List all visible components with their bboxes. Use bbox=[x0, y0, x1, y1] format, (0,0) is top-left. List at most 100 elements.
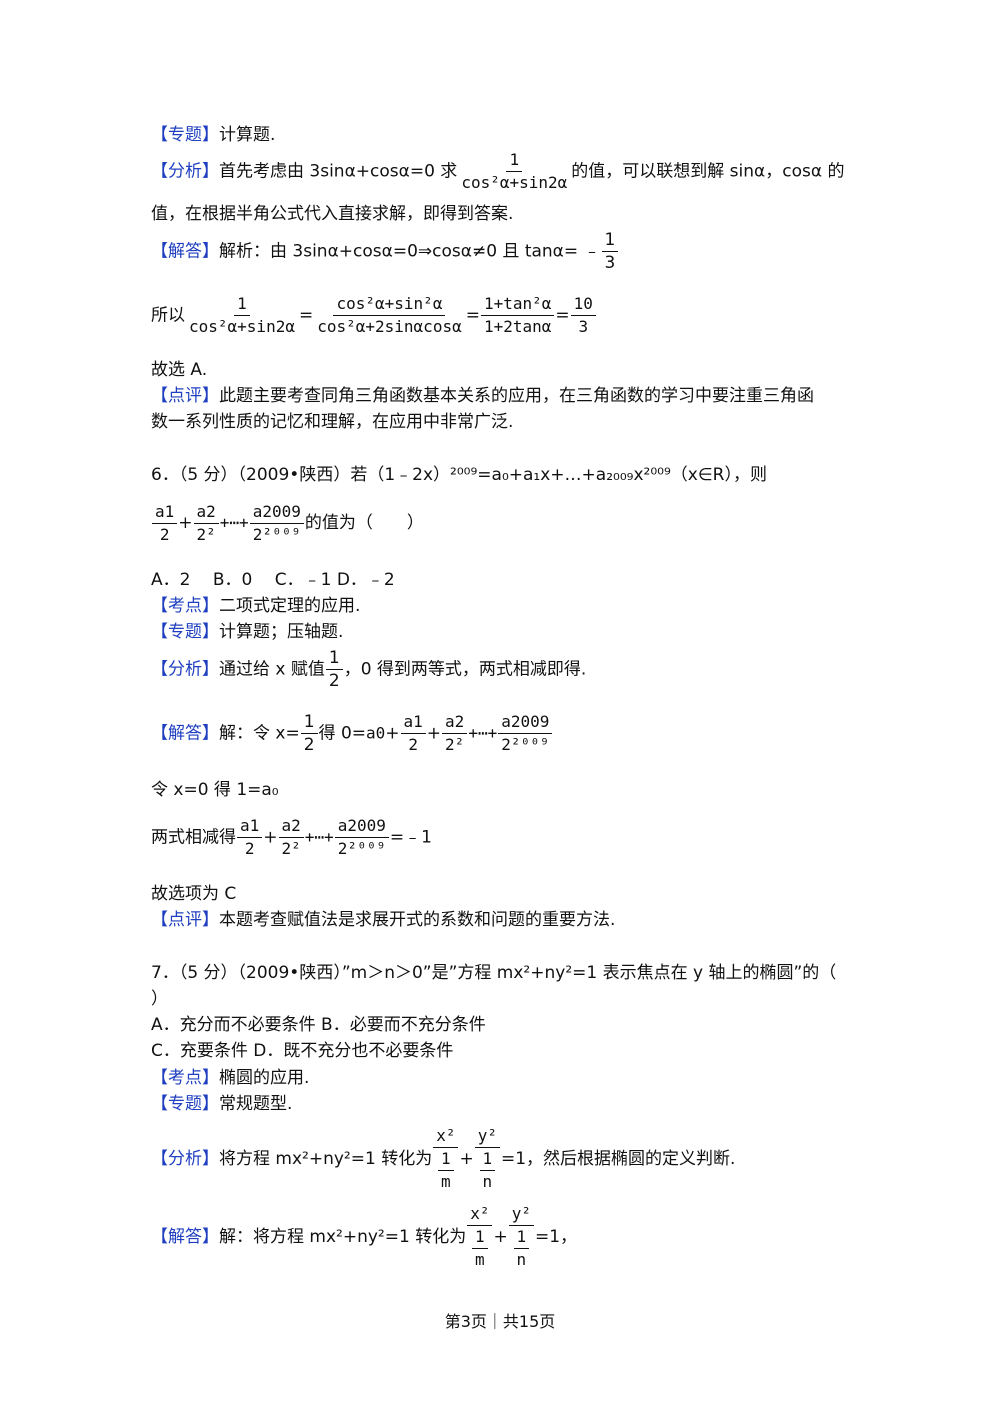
analysis-text: 首先考虑由 3sinα+cosα=0 求 bbox=[219, 161, 458, 182]
q6-topic-line: 【专题】计算题；压轴题. bbox=[151, 620, 343, 644]
fraction-numerator: a2 bbox=[278, 816, 304, 838]
fraction-numerator: 1 bbox=[438, 1149, 454, 1171]
fraction-numerator: x² bbox=[433, 1126, 459, 1148]
fraction-denominator: 2 bbox=[244, 839, 255, 858]
fraction-denominator: 3 bbox=[604, 253, 616, 273]
topic-tag: 【专题】 bbox=[151, 1094, 219, 1114]
fraction-denominator: m bbox=[441, 1172, 451, 1191]
ellipsis-plus: +⋯+ bbox=[304, 827, 334, 847]
answer-text: 解析：由 3sinα+cosα=0⇒cosα≠0 且 tanα= ﹣ bbox=[219, 241, 601, 262]
fraction-numerator: 1 bbox=[325, 648, 343, 670]
answer-text: 解：令 x= bbox=[219, 723, 300, 744]
q7-options-cd: C．充要条件 D．既不充分也不必要条件 bbox=[151, 1041, 454, 1061]
subtract-text: 两式相减得 bbox=[151, 827, 236, 848]
analysis-text-tail: 的值，可以联想到解 sinα，cosα 的 bbox=[571, 161, 845, 182]
a0-term: a0 bbox=[366, 723, 386, 743]
fraction-denominator: cos²α+sin2α bbox=[461, 173, 568, 192]
page-footer: 第3页｜共15页 bbox=[444, 1312, 556, 1331]
so-label: 所以 bbox=[151, 305, 185, 326]
ellipsis-plus: +⋯+ bbox=[468, 723, 498, 743]
equals-sign: = bbox=[298, 305, 314, 326]
fraction-numerator: 1 bbox=[300, 712, 318, 734]
fraction-numerator: a2 bbox=[442, 712, 468, 734]
q7-point-line: 【考点】椭圆的应用. bbox=[151, 1066, 309, 1090]
fraction-denominator: 2² bbox=[445, 735, 465, 754]
p5-analysis-line2: 值，在根据半角公式代入直接求解，即得到答案. bbox=[151, 204, 514, 224]
analysis-tag: 【分析】 bbox=[151, 659, 219, 680]
topic-text: 计算题. bbox=[219, 125, 276, 145]
fraction-numerator: a1 bbox=[237, 816, 263, 838]
fraction-numerator: 1 bbox=[506, 150, 523, 172]
q7-topic-line: 【专题】常规题型. bbox=[151, 1092, 292, 1116]
answer-text: 解：将方程 mx²+ny²=1 转化为 bbox=[219, 1227, 467, 1247]
topic-text: 计算题；压轴题. bbox=[219, 622, 344, 642]
q7-stem-close: ） bbox=[151, 989, 168, 1009]
point-tag: 【考点】 bbox=[151, 1068, 219, 1088]
fraction-denominator: 3 bbox=[578, 317, 589, 336]
fraction-numerator: cos²α+sin²α bbox=[333, 294, 446, 316]
topic-tag: 【专题】 bbox=[151, 622, 219, 642]
fraction-numerator: 1+tan²α bbox=[480, 294, 555, 316]
fraction-denominator: cos²α+2sinαcosα bbox=[317, 317, 462, 336]
fraction-denominator: 2 bbox=[328, 671, 340, 691]
fraction-denominator: 1+2tanα bbox=[483, 317, 552, 336]
fraction-numerator: a1 bbox=[400, 712, 426, 734]
answer-text-tail: =1， bbox=[534, 1227, 578, 1247]
p5-comment-line: 【点评】此题主要考查同角三角函数基本关系的应用，在三角函数的学习中要注重三角函 bbox=[151, 384, 814, 408]
fraction-denominator: n bbox=[482, 1172, 493, 1191]
answer-tag: 【解答】 bbox=[151, 241, 219, 262]
analysis-text-tail: =1，然后根据椭圆的定义判断. bbox=[500, 1149, 736, 1169]
equals-sign: = bbox=[465, 305, 480, 326]
q6-comment-line: 【点评】本题考查赋值法是求展开式的系数和问题的重要方法. bbox=[151, 908, 615, 932]
analysis-tag: 【分析】 bbox=[151, 1149, 219, 1169]
fraction-denominator: 2 bbox=[408, 735, 418, 754]
fraction-numerator: 1 bbox=[234, 294, 250, 316]
fraction-denominator: n bbox=[516, 1250, 527, 1269]
fraction-numerator: x² bbox=[467, 1204, 493, 1226]
fraction-numerator: 1 bbox=[472, 1227, 488, 1249]
fraction-numerator: 1 bbox=[601, 230, 619, 252]
fraction-denominator: 2 bbox=[159, 525, 170, 544]
q6-stem: 6．（5 分）（2009•陕西）若（1﹣2x）²⁰⁰⁹=a₀+a₁x+…+a₂₀… bbox=[151, 465, 767, 485]
fraction-numerator: 1 bbox=[513, 1227, 530, 1249]
fraction-denominator: 2 bbox=[303, 735, 315, 755]
answer-mid: 得 0= bbox=[318, 723, 367, 744]
fraction-denominator: 2² bbox=[281, 839, 301, 858]
subtract-result: =﹣1 bbox=[389, 827, 432, 848]
fraction-numerator: 10 bbox=[570, 294, 596, 316]
comment-text: 此题主要考查同角三角函数基本关系的应用，在三角函数的学习中要注重三角函 bbox=[219, 386, 814, 406]
point-text: 二项式定理的应用. bbox=[219, 596, 361, 616]
analysis-text-tail: ，0 得到两等式，两式相减即得. bbox=[343, 659, 587, 680]
fraction-numerator: a2009 bbox=[498, 712, 553, 734]
topic-tag: 【专题】 bbox=[151, 125, 219, 145]
point-text: 椭圆的应用. bbox=[219, 1068, 310, 1088]
